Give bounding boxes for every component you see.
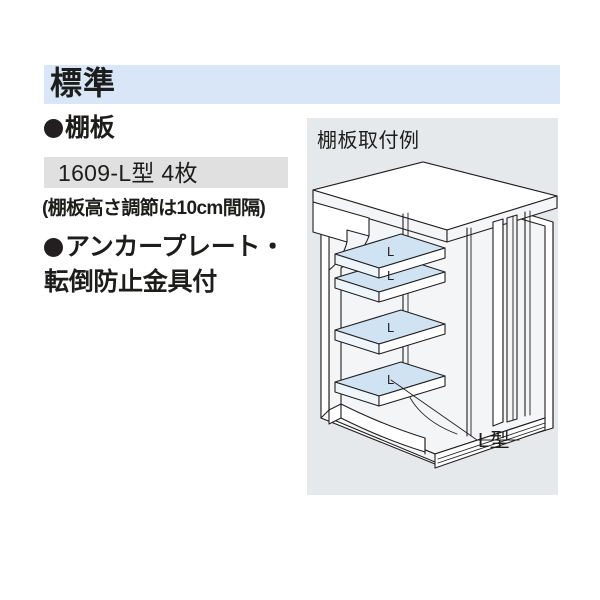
shelf-heading-line: 棚板 [44,112,300,145]
shelf-heading-row: 棚板 [44,112,300,145]
anchor-heading-label-line2: 転倒防止金具付 [44,268,217,296]
svg-text:L: L [387,320,394,335]
bullet-dot-icon [44,238,63,257]
shelf-heading-label: 棚板 [65,114,115,142]
shelf-spec-label: 1609-L型 4枚 [58,160,198,186]
anchor-heading-block: アンカープレート・ 転倒防止金具付 [44,231,306,299]
header-band [44,65,560,104]
anchor-heading-line: アンカープレート・ [44,231,306,264]
shelf-installation-illustration: .ln { fill:none; stroke:#231f20; stroke-… [307,118,558,495]
shelf-note-label: (棚板高さ調節は10cm間隔) [42,198,266,219]
anchor-heading-label: アンカープレート・ [65,233,285,261]
panel-title: 棚板取付例 [317,130,420,152]
svg-text:L: L [387,268,394,283]
svg-text:L: L [387,244,394,259]
svg-text:L: L [387,372,394,387]
page-title: 標準 [50,65,117,101]
bullet-dot-icon [44,119,63,138]
callout-label-l-type: L型 [478,430,511,452]
shelf-spec-band [44,157,288,188]
